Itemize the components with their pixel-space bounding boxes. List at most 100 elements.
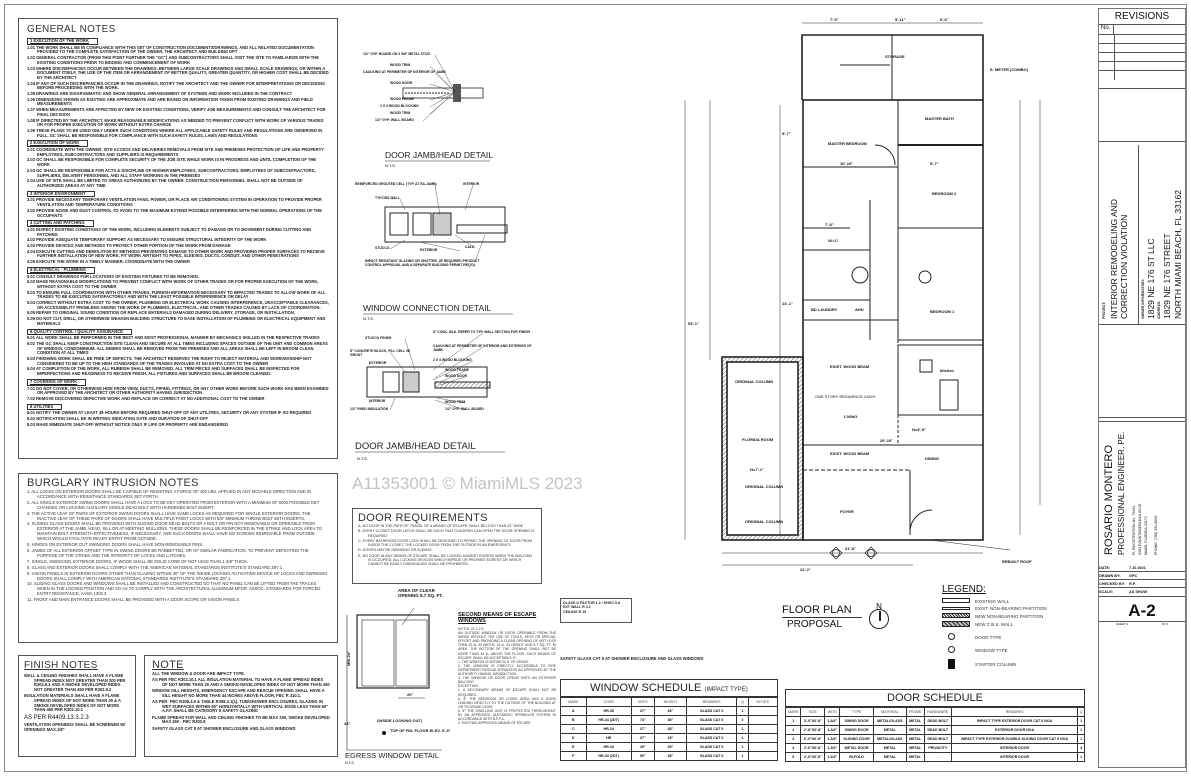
table-cell: 2'-0"X6'-8" xyxy=(800,752,826,762)
legend-label: STARTER COLUMN xyxy=(975,662,1017,667)
note-item: 4.05 EXECUTE THE WORK IN A TIMELY MANNER… xyxy=(27,259,190,265)
note-item: 8.03 MAKE IMMEDIATE SHUT-OFF WITHOUT NOT… xyxy=(27,421,228,427)
finish-vent: VENTILATION OPENINGS SHALL BE SCREENED W… xyxy=(24,722,126,732)
table-cell: 25" xyxy=(654,742,687,752)
note-list: ALL THE WINDOW & DOOR ARE IMPACT TYPE.AS… xyxy=(152,671,330,731)
leader-line xyxy=(368,401,371,404)
note-item: 7.01 DO NOT COVER, OR OTHERWISE HIDE FRO… xyxy=(27,385,329,396)
starter-column-icon xyxy=(942,659,970,670)
table-cell: SWING DOOR xyxy=(839,725,874,735)
detail-label: 1/2" GYP. WALL BOARD xyxy=(445,406,484,411)
table-cell: BI-FOLD xyxy=(839,752,874,762)
residence-note: ONE STORY RESIDENCE #1829 xyxy=(815,394,876,399)
detail-label: WOOD FRAME xyxy=(390,96,414,101)
table-cell: 1 xyxy=(736,751,749,761)
list-item: D- DOORS MAY BE SWINGING OR SLIDING xyxy=(358,548,432,553)
note-item: 6.03 FINISHING WORK SHALL BE FREE OF DEF… xyxy=(27,356,312,366)
legend-title: LEGEND: xyxy=(942,584,986,595)
table-cell: METAL/GLASS xyxy=(872,716,907,726)
existing-wall-swatch-icon xyxy=(942,598,970,604)
table-cell: DEAD BOLT xyxy=(923,716,952,726)
table-cell: METAL xyxy=(905,752,925,762)
dimension: 14'-1" xyxy=(782,301,793,306)
section-markers xyxy=(829,546,878,560)
table-cell: INTERIOR DOOR xyxy=(950,743,1079,753)
floor-plan-title-block: FLOOR PLAN PROPOSAL xyxy=(782,604,862,630)
project-name: INTERIOR REMODELING AND CORRECTION VIOLA… xyxy=(1109,199,1129,319)
floor-plan-labels: STORAGE MASTER BATH MASTER BEDROOM BEDRO… xyxy=(688,17,1032,572)
table-cell xyxy=(747,715,778,725)
note-item: 1.02 GENERAL CONTRACTOR (FROM THIS POINT… xyxy=(27,55,319,65)
note-item: 2.04 USE OF SITE SHALL BE LIMITED TO ARE… xyxy=(27,178,303,188)
dimension: 9'-7" xyxy=(930,161,939,166)
detail-label: EXTERIOR xyxy=(369,360,387,365)
leader-line xyxy=(429,83,456,93)
general-notes-title: GENERAL NOTES xyxy=(27,24,116,35)
table-cell: 1-3/4" xyxy=(824,752,841,762)
list-item: 3. THE ACTIVE LEAF OF PAIRS OF EXTERIOR … xyxy=(27,510,311,521)
table-cell: EXTERIOR DOOR NOA xyxy=(950,725,1079,735)
interior-walls xyxy=(803,35,984,535)
safety-glass-note: SAFETY GLASS CAT II AT SHOWER ENCLOSURE … xyxy=(560,656,704,661)
legend-item: WINDOW TYPE xyxy=(942,646,1082,654)
room-kitchen: kitchen xyxy=(940,368,955,373)
table-cell: 74" xyxy=(630,715,656,725)
list-item: FLAME SPREAD FOR WALL AND CEILING FINISH… xyxy=(152,714,330,725)
column-header: WITH xyxy=(824,707,841,717)
column-header: HEIGHT xyxy=(654,697,687,707)
revisions-table: REVISIONS No. xyxy=(1099,9,1185,89)
table-cell: 1-3/4" xyxy=(824,743,841,753)
dimension: 7'-5" xyxy=(830,17,839,22)
sheet-number: A-2 xyxy=(1128,601,1156,620)
table-cell: INTERIOR DOOR xyxy=(950,752,1079,762)
table-cell: 1 xyxy=(736,724,749,734)
note-item: 4.02 PROVIDE ADEQUATE TEMPORARY SUPPORT … xyxy=(27,237,267,243)
note-item: 5.01 CONSULT DRAWINGS FOR LOCATIONS OF E… xyxy=(27,273,199,279)
leader-line xyxy=(434,54,456,93)
list-item: 2. ALL SINGLE EXTERIOR SWING DOORS SHALL… xyxy=(27,499,320,510)
room-wic: W.I.C xyxy=(828,238,838,243)
table-cell: METAL xyxy=(905,716,925,726)
table-cell xyxy=(747,706,778,716)
note-item: 7.02 REMOVE DISCOVERED DEFECTIVE WORK AN… xyxy=(27,396,265,401)
leader-line xyxy=(419,241,461,252)
egress-window-detail: 20" MIN 24" 44" (INSIDE LOOKING OUT) TOP… xyxy=(344,607,451,765)
table-cell: HR-34 (2DT) xyxy=(585,715,632,725)
legend-item: EXISTING WALL xyxy=(942,598,1082,604)
table-cell: 1 xyxy=(1077,716,1085,726)
table-cell: PRIVACITY xyxy=(923,743,952,753)
legend-label: WINDOW TYPE xyxy=(975,647,1008,653)
sheet-label: SHEET 2 xyxy=(1115,622,1129,626)
note-item: 3.02 PROVIDE NOISE AND DUST CONTROL TO A… xyxy=(27,207,322,218)
exterior-walls xyxy=(721,34,984,541)
detail-title: DOOR JAMB/HEAD DETAIL xyxy=(385,150,493,160)
egress-title: EGRESS WINDOW DETAIL xyxy=(345,751,439,760)
checked-label: CHECKED BY: xyxy=(1099,581,1126,586)
table-cell: 1 xyxy=(736,742,749,752)
detail-label: WOOD FRAME xyxy=(445,367,469,372)
dimension: 9'-7" xyxy=(782,131,791,136)
section-heading: 7 COVERING OF WORK xyxy=(27,378,87,386)
table-cell: METAL xyxy=(872,725,907,735)
table-cell: F xyxy=(560,751,587,761)
leader-line xyxy=(389,397,396,411)
owner-name: 1829 NE 176 ST LLC xyxy=(1146,238,1156,319)
address-line-1: 1829 NE 176 STREET xyxy=(1162,233,1172,319)
note-item: 1.03 WHERE DISCREPANCIES OCCUR BETWEEN T… xyxy=(27,65,329,80)
list-item: 10. SLIDING GLASS DOORS AND WINDOWS SHAL… xyxy=(27,581,321,597)
column-header: MARK xyxy=(560,697,587,707)
egress-inside-label: (INSIDE LOOKING OUT) xyxy=(377,718,423,723)
engineer-city: MIAMI, FLORIDA 33172 xyxy=(1144,516,1148,555)
note-item: 8.01 NOTIFY THE OWNER AT LEAST 48 HOURS … xyxy=(27,410,312,416)
leader-line xyxy=(429,91,456,108)
list-item: C- EVERY BATHROOM DOOR LOCK SHALL BE DES… xyxy=(358,538,533,548)
legend-item: EXIST. NON-BEARING PARTITION xyxy=(942,606,1082,611)
